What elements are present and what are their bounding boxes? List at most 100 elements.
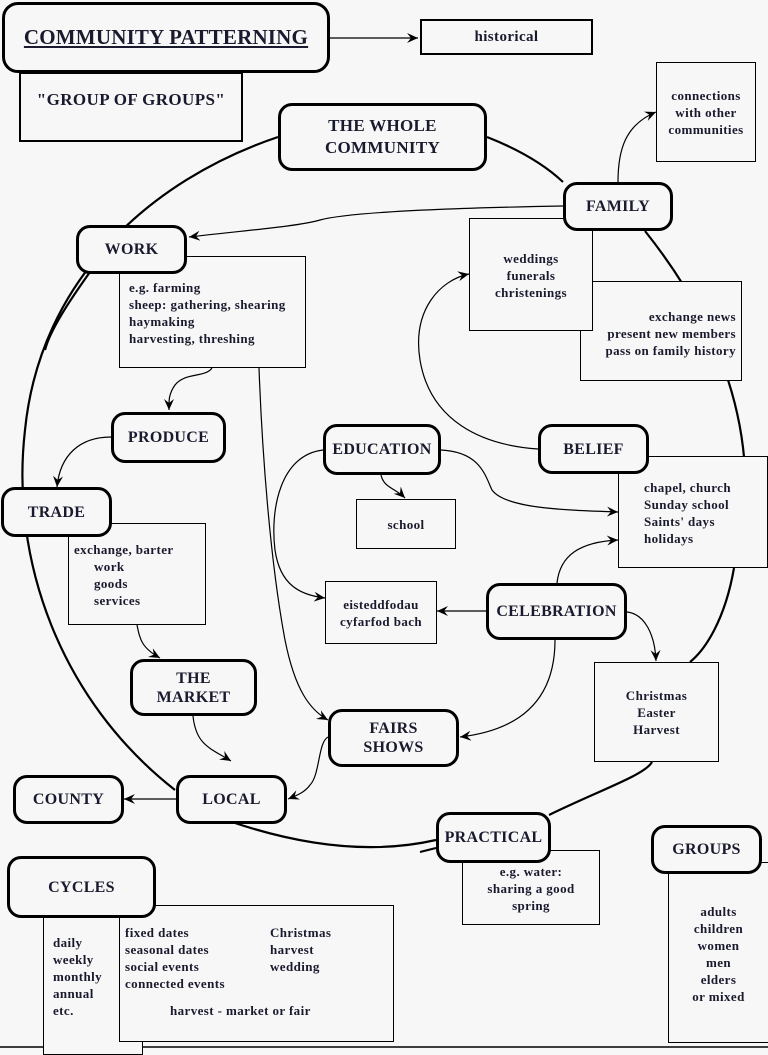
- festival-item: Christmas: [625, 687, 688, 703]
- connected-example: harvest - market or fair: [170, 1003, 311, 1018]
- arrow-family-connections: [617, 111, 657, 183]
- practical-detail: e.g. water:: [499, 864, 563, 879]
- historical-label: historical: [474, 28, 539, 45]
- arrow-work-produce: [163, 367, 213, 411]
- family-role: exchange news: [648, 309, 736, 324]
- trade-detail: services: [94, 593, 141, 608]
- connections-line: communities: [668, 121, 744, 137]
- produce-node[interactable]: PRODUCE: [111, 412, 226, 463]
- belief-node[interactable]: BELIEF: [538, 424, 649, 474]
- arrow-belief-weddings: [418, 271, 539, 450]
- community-circle-right: [486, 135, 564, 183]
- connections-line: connections: [671, 87, 741, 103]
- eisteddfodau-box: eisteddfodau cyfarfod bach: [325, 581, 437, 644]
- whole-community-node[interactable]: THE WHOLE COMMUNITY: [278, 103, 487, 171]
- school-label: school: [387, 516, 425, 532]
- community-circle-bottom: [231, 820, 437, 849]
- date-example: wedding: [270, 959, 320, 974]
- work-detail: sheep: gathering, shearing: [129, 297, 286, 312]
- whole-community-line-2: COMMUNITY: [324, 138, 441, 157]
- family-event: christenings: [495, 285, 567, 300]
- date-example: harvest: [270, 942, 314, 957]
- date-type: connected events: [125, 976, 225, 991]
- work-detail: e.g. farming: [129, 280, 201, 295]
- arrow-celebration-belief: [556, 535, 619, 584]
- family-node[interactable]: FAMILY: [563, 182, 673, 231]
- fairs-shows-node[interactable]: FAIRS SHOWS: [328, 709, 459, 767]
- practical-node[interactable]: PRACTICAL: [436, 812, 551, 863]
- festivals-box: Christmas Easter Harvest: [594, 662, 719, 762]
- work-detail: haymaking: [129, 314, 195, 329]
- education-node[interactable]: EDUCATION: [323, 424, 441, 475]
- belief-detail: chapel, church: [644, 480, 731, 495]
- arrow-market-local: [192, 715, 232, 762]
- festival-item: Easter: [637, 704, 676, 720]
- groups-label: GROUPS: [672, 841, 741, 858]
- education-label: EDUCATION: [332, 441, 432, 458]
- market-node[interactable]: THE MARKET: [130, 659, 257, 716]
- cycle-period: weekly: [53, 952, 94, 967]
- arrow-education-school: [380, 474, 406, 499]
- historical-box[interactable]: historical: [420, 19, 593, 55]
- family-event: weddings: [503, 251, 559, 266]
- cycle-period: monthly: [53, 969, 103, 984]
- group-item: or mixed: [692, 989, 745, 1004]
- trade-detail: goods: [94, 576, 128, 591]
- group-item: women: [697, 938, 740, 953]
- groups-details-box: adults children women men elders or mixe…: [668, 862, 768, 1043]
- community-circle: [21, 135, 279, 791]
- group-item: adults: [700, 904, 737, 919]
- arrow-trade-market: [136, 624, 161, 659]
- trade-node[interactable]: TRADE: [1, 487, 112, 537]
- groups-node[interactable]: GROUPS: [651, 825, 762, 874]
- group-of-groups-box: "GROUP OF GROUPS": [19, 72, 243, 142]
- practical-detail: spring: [512, 898, 550, 913]
- arrow-produce-trade: [53, 436, 112, 488]
- fairs-line: FAIRS: [369, 720, 418, 737]
- belief-detail: Sunday school: [644, 497, 730, 512]
- date-type: social events: [125, 959, 200, 974]
- group-item: men: [705, 955, 732, 970]
- title-node[interactable]: COMMUNITY PATTERNING: [2, 2, 330, 73]
- eisteddfodau-line: cyfarfod bach: [339, 613, 423, 629]
- celebration-label: CELEBRATION: [496, 603, 617, 620]
- eisteddfodau-line: eisteddfodau: [343, 596, 419, 612]
- family-role: present new members: [607, 326, 736, 341]
- market-line: THE: [176, 669, 211, 687]
- community-circle-right-3: [689, 567, 736, 663]
- work-details-box: e.g. farming sheep: gathering, shearing …: [119, 256, 306, 368]
- community-circle-bottom-2: [548, 761, 653, 816]
- line-practical-circle: [419, 847, 437, 853]
- fairs-line: SHOWS: [363, 739, 424, 756]
- date-type: seasonal dates: [125, 942, 209, 957]
- celebration-node[interactable]: CELEBRATION: [486, 583, 627, 640]
- cycle-period: etc.: [53, 1003, 74, 1018]
- arrow-education-eisteddfodau: [273, 449, 326, 602]
- family-roles-box: exchange news present new members pass o…: [580, 281, 742, 381]
- cycles-label: CYCLES: [48, 878, 115, 896]
- local-label: LOCAL: [202, 791, 261, 808]
- county-node[interactable]: COUNTY: [13, 775, 124, 824]
- work-detail: harvesting, threshing: [129, 331, 255, 346]
- trade-detail: work: [94, 559, 125, 574]
- county-label: COUNTY: [32, 791, 105, 808]
- work-node[interactable]: WORK: [76, 225, 187, 274]
- market-line: MARKET: [156, 688, 231, 706]
- arrow-family-work: [188, 205, 564, 241]
- cycles-node[interactable]: CYCLES: [7, 856, 156, 918]
- connections-box: connections with other communities: [656, 62, 756, 162]
- arrow-fairs-local: [287, 736, 329, 800]
- local-node[interactable]: LOCAL: [176, 775, 287, 824]
- cycle-period: annual: [53, 986, 94, 1001]
- family-events-box: weddings funerals christenings: [469, 218, 593, 331]
- arrow-education-belief: [440, 449, 619, 517]
- belief-detail: Saints' days: [644, 514, 715, 529]
- group-item: children: [693, 921, 744, 936]
- trade-detail: exchange, barter: [74, 542, 174, 557]
- page-title: COMMUNITY PATTERNING: [23, 25, 309, 49]
- practical-label: PRACTICAL: [444, 829, 543, 846]
- date-type: fixed dates: [125, 925, 189, 940]
- arrow-celebration-fairs: [459, 639, 556, 741]
- whole-community-line-1: THE WHOLE: [328, 116, 437, 135]
